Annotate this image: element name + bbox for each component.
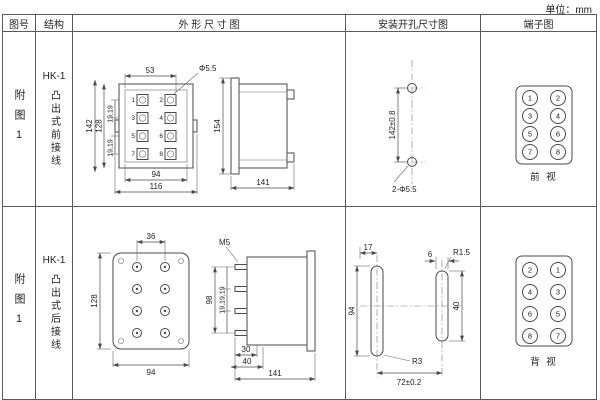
terminal-pos-5: 6 (528, 310, 532, 319)
terminal-number-8: 8 (159, 151, 163, 158)
row2-model: HK-1 (42, 254, 66, 266)
terminal-pos-3: 4 (528, 288, 532, 297)
terminal-number-3: 3 (131, 115, 135, 122)
header-structure: 结构 (36, 15, 73, 32)
unit-label: 单位：mm (545, 5, 592, 16)
dim-slot-span: 94 (348, 306, 357, 315)
row1-mounting-cell: 142±0.8 2-Φ5.5 (346, 32, 481, 207)
front-view-body (114, 83, 198, 169)
terminal-diagram-rear: 2 1 4 3 6 5 8 7 背 视 (515, 255, 573, 368)
terminal-pos-6: 5 (556, 310, 560, 319)
side-view: 154 141 (213, 77, 295, 190)
front-view-label: 前 视 (530, 171, 558, 183)
header-outline: 外 形 尺 寸 图 (73, 15, 346, 32)
side-view-rear: M5 98 19,19,19 30 (205, 238, 316, 381)
terminal-number-7: 7 (131, 151, 135, 158)
dim-height-outer: 142 (85, 119, 94, 133)
mounting-drawing-rear: 17 6 R1.5 94 40 R3 (348, 243, 471, 387)
row2-fig-cell: 附图1 (3, 207, 36, 399)
front-view-terminal-numbers: 1 2 3 4 5 6 7 8 (131, 97, 163, 158)
header-terminal: 端子图 (481, 15, 596, 32)
dim-screw-size: M5 (219, 238, 231, 247)
dim-row-spacing-b: 19,19 (108, 139, 115, 157)
terminal-number-4: 4 (159, 115, 163, 122)
row1-structure-cell: HK-1 凸出式前接线 (36, 32, 73, 207)
row2-structure-cell: HK-1 凸出式后接线 (36, 207, 73, 399)
terminal-block-outline (515, 255, 573, 347)
dim-height-inner: 128 (95, 119, 104, 133)
row2-terminal-cell: 2 1 4 3 6 5 8 7 背 视 (481, 207, 596, 399)
dim-side-height: 154 (213, 119, 222, 133)
terminal-number-2: 2 (159, 97, 163, 104)
dim-rear-height: 128 (90, 294, 99, 308)
terminal-pos-7: 8 (528, 332, 532, 341)
dim-row-spacing-a: 19,19 (108, 105, 115, 123)
dim-bottom-inner: 94 (152, 170, 161, 179)
header-mounting: 安装开孔尺寸图 (346, 15, 481, 32)
terminal-circles: 2 1 4 3 6 5 8 7 (522, 262, 566, 344)
row2-mounting-cell: 17 6 R1.5 94 40 R3 (346, 207, 481, 399)
dim-depth-a: 30 (242, 345, 251, 354)
rear-view-body (112, 252, 190, 350)
terminal-pos-1: 2 (528, 266, 532, 275)
terminal-pos-4: 3 (556, 288, 560, 297)
terminal-pos-8: 7 (556, 332, 560, 341)
dim-hole-spacing: 142±0.8 (388, 110, 397, 139)
terminal-number-5: 5 (131, 133, 135, 140)
spec-table: 图号 结构 外 形 尺 寸 图 安装开孔尺寸图 端子图 附图1 HK-1 凸出式… (2, 14, 597, 400)
terminal-block-outline (515, 85, 573, 165)
dim-top-width: 53 (146, 66, 155, 75)
mounting-drawing-front: 142±0.8 2-Φ5.5 (388, 60, 426, 194)
dim-stud-columns: 36 (147, 232, 156, 241)
outline-drawing-front: 1 2 3 4 5 6 7 8 53 Φ5.5 142 (85, 64, 295, 194)
dim-rear-width: 94 (147, 368, 156, 377)
rear-view-dimensions: 36 128 94 (90, 232, 190, 377)
row2-outline-cell: 36 128 94 M5 (73, 207, 346, 399)
dim-side-depth: 141 (256, 178, 270, 187)
terminal-2: 2 (556, 94, 560, 103)
row1-terminal-cell: 1 2 3 4 5 6 7 8 前 视 (481, 32, 596, 207)
terminal-circles: 1 2 3 4 5 6 7 8 (522, 90, 566, 160)
dim-edge-offset: 17 (364, 243, 373, 252)
terminal-7: 7 (528, 148, 532, 157)
terminal-pos-2: 1 (556, 266, 560, 275)
dim-slot-length: 40 (452, 301, 461, 310)
dim-rear-depth: 141 (268, 369, 282, 378)
row2-structure: 凸出式后接线 (48, 273, 60, 352)
dim-radius-large: R3 (412, 357, 423, 366)
row1-structure: 凸出式前接线 (48, 89, 60, 168)
terminal-diagram-front: 1 2 3 4 5 6 7 8 前 视 (515, 85, 573, 183)
dim-radius-small: R1.5 (453, 248, 470, 257)
dim-hole-diameter: Φ5.5 (199, 64, 217, 73)
dim-depth-b: 40 (243, 357, 252, 366)
row1-model: HK-1 (42, 70, 66, 82)
row1-fig-cell: 附图1 (3, 32, 36, 207)
row1-outline-cell: 1 2 3 4 5 6 7 8 53 Φ5.5 142 (73, 32, 346, 207)
dim-slot-horizontal: 72±0.2 (397, 378, 422, 387)
mounting-slots (360, 255, 464, 377)
header-fig-no: 图号 (3, 15, 36, 32)
front-view-dimensions: 53 Φ5.5 142 128 19,19 19,19 (85, 64, 217, 194)
mounting-holes: 142±0.8 2-Φ5.5 (388, 60, 426, 194)
dim-stud-spacing: 19,19,19 (220, 286, 227, 313)
terminal-6: 6 (556, 130, 560, 139)
terminal-number-6: 6 (159, 133, 163, 140)
row2-fig-no: 附图1 (13, 272, 25, 334)
terminal-8: 8 (556, 148, 560, 157)
dim-holes-callout: 2-Φ5.5 (392, 185, 417, 194)
dim-bottom-outer: 116 (150, 182, 163, 191)
terminal-3: 3 (528, 112, 532, 121)
terminal-5: 5 (528, 130, 532, 139)
dim-stud-span: 98 (205, 295, 214, 304)
terminal-number-1: 1 (131, 97, 135, 104)
row1-fig-no: 附图1 (13, 88, 25, 150)
rear-view-label: 背 视 (530, 356, 558, 368)
dim-slot-width: 6 (428, 250, 433, 259)
terminal-1: 1 (528, 94, 532, 103)
outline-drawing-rear: 36 128 94 M5 (90, 232, 316, 381)
terminal-4: 4 (556, 112, 560, 121)
mounting-slot-dimensions: 17 6 R1.5 94 40 R3 (348, 243, 471, 387)
